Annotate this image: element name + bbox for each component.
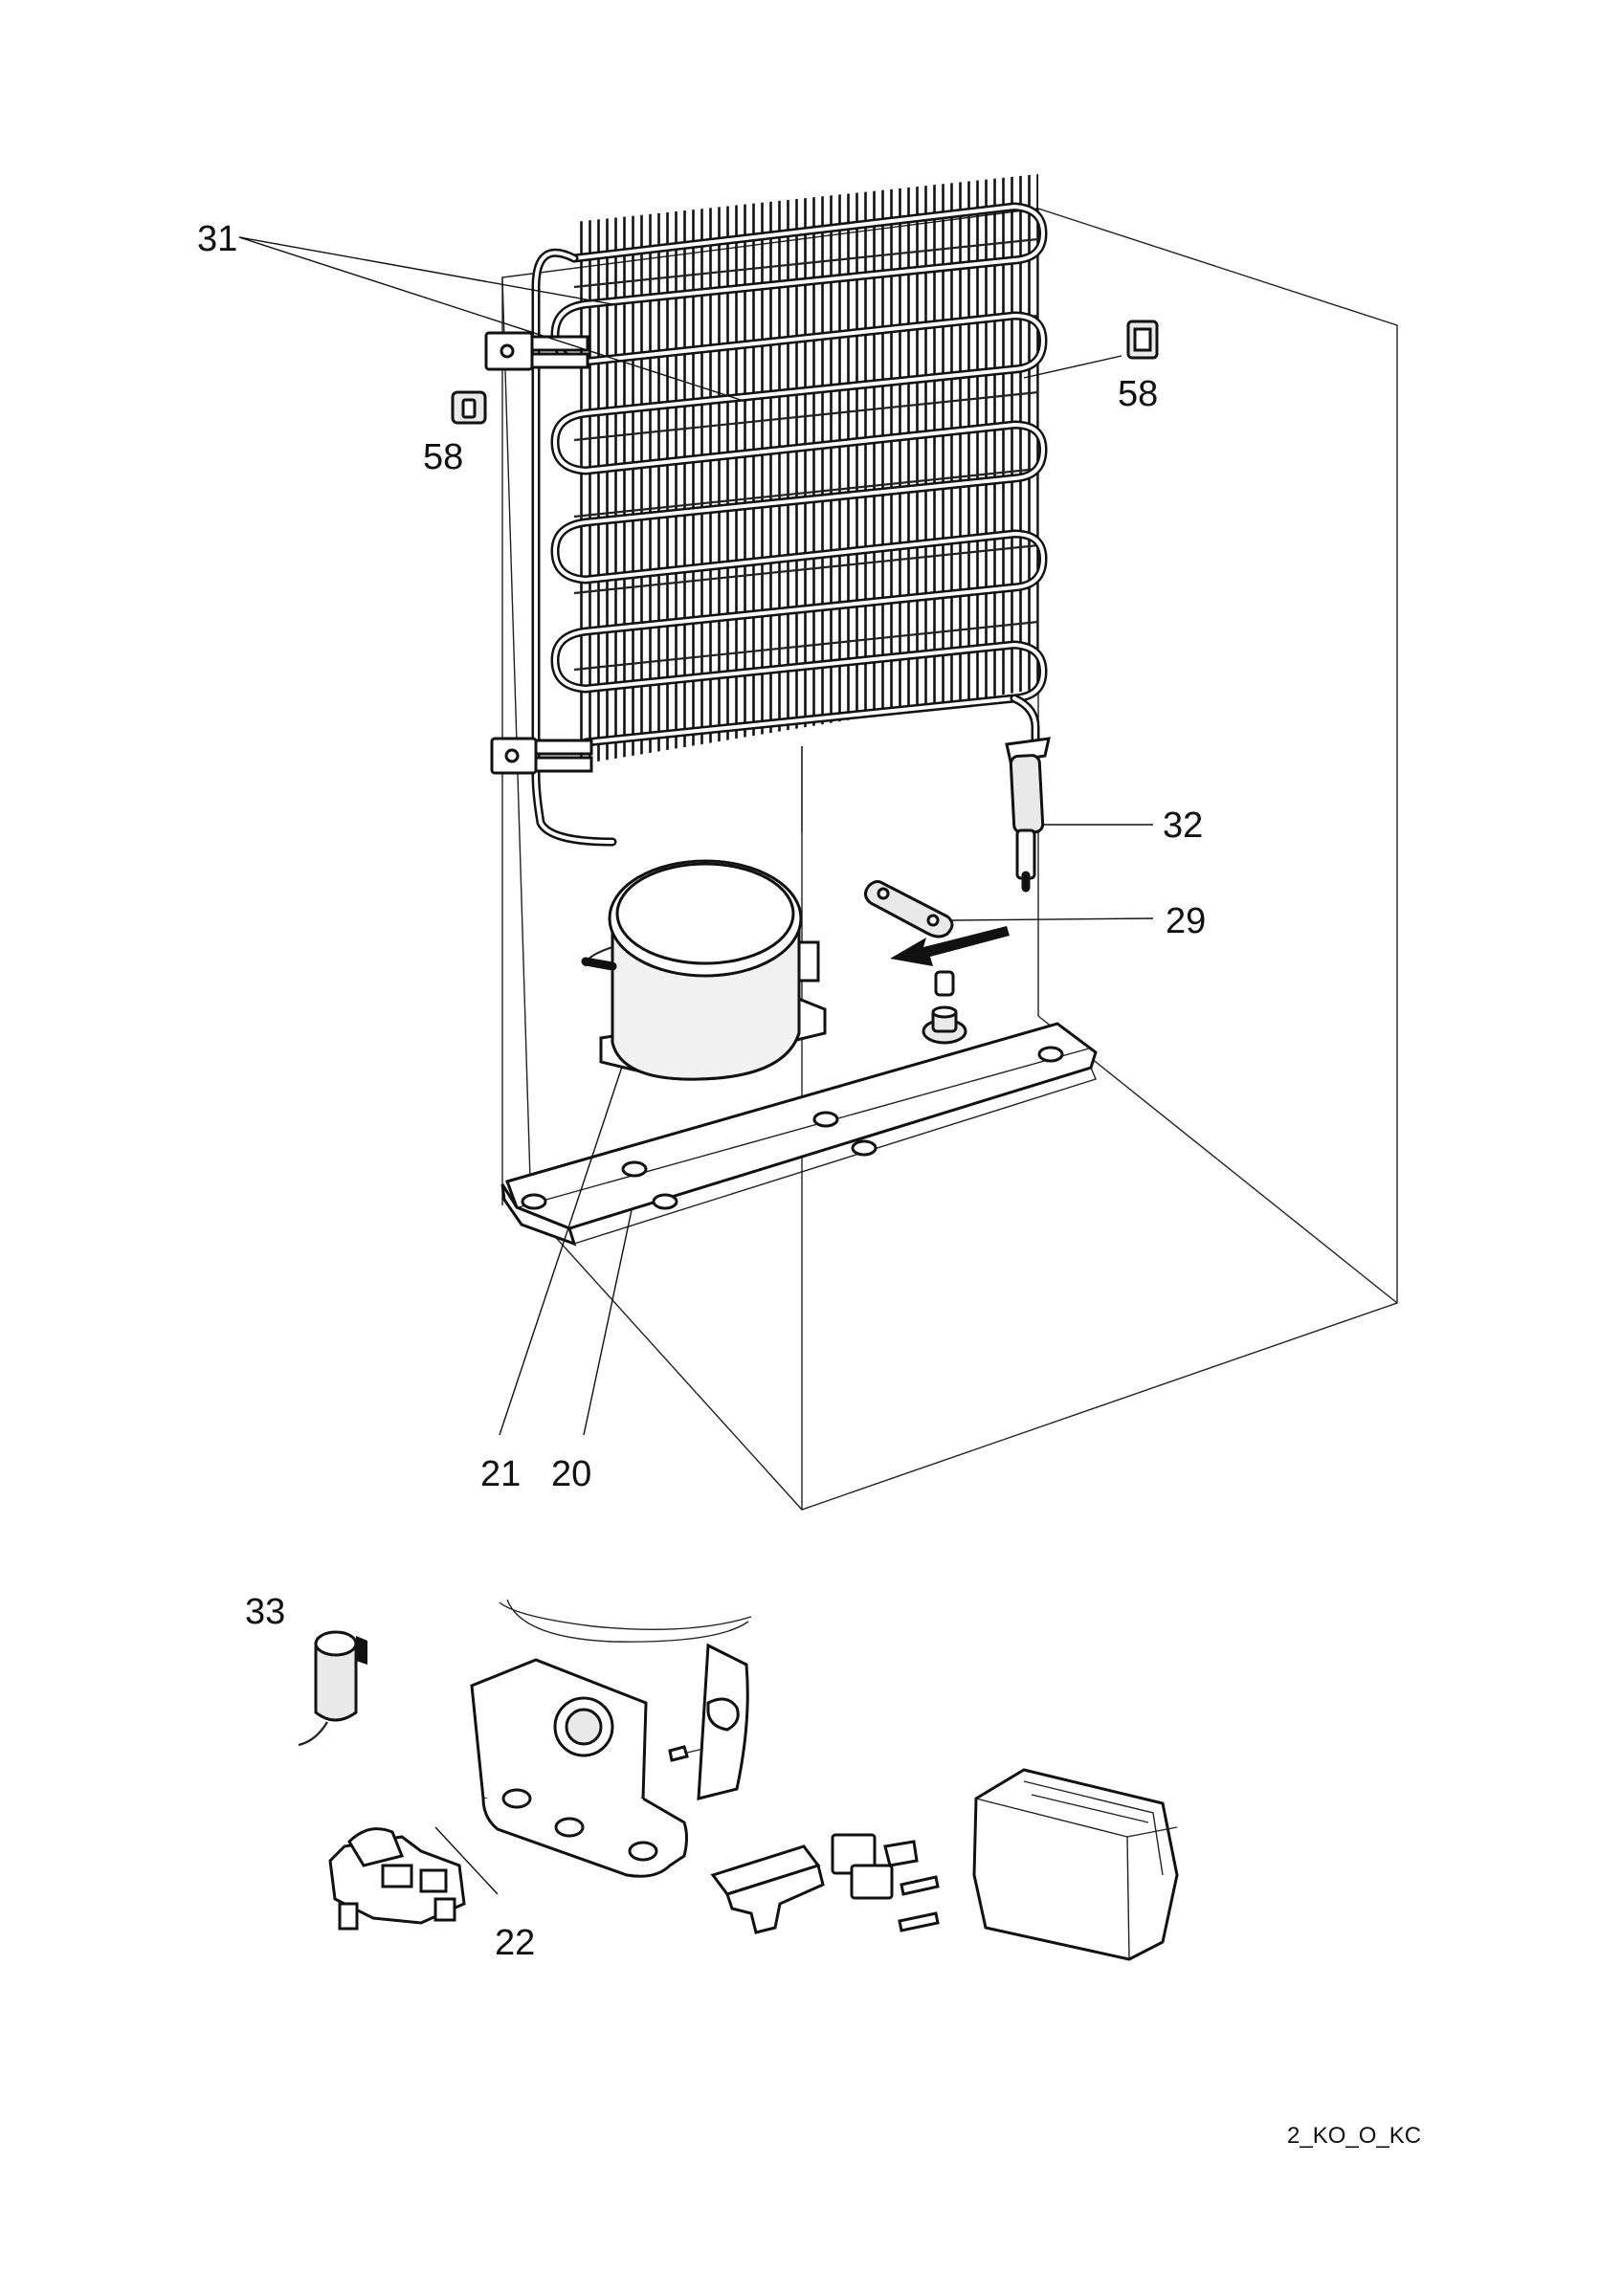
compressor-terminal-housing — [470, 1599, 752, 1878]
terminal-cover — [972, 1768, 1179, 1961]
compressor — [581, 859, 827, 1081]
clip-right — [1126, 320, 1159, 360]
base-rail — [500, 1022, 1098, 1247]
mounting-clamp — [864, 880, 954, 938]
rubber-grommet — [922, 970, 967, 1045]
condenser — [531, 174, 1048, 847]
overload-protector — [710, 1833, 940, 1934]
condenser-bracket-top — [484, 331, 589, 371]
callout-29: 29 — [1166, 901, 1206, 941]
callout-32: 32 — [1163, 806, 1203, 846]
filter-drier — [1005, 737, 1051, 893]
callout-22: 22 — [495, 1923, 535, 1963]
clip-left — [451, 390, 487, 425]
drawing-code: 2_KO_O_KC — [1287, 2123, 1421, 2149]
capacitor — [298, 1630, 367, 1747]
callout-20: 20 — [551, 1454, 591, 1494]
callout-58-left: 58 — [423, 437, 463, 477]
callout-31: 31 — [197, 219, 237, 259]
callout-58-right: 58 — [1118, 374, 1158, 414]
callout-33: 33 — [245, 1592, 285, 1632]
direction-arrow-icon — [890, 926, 1010, 966]
leader-lines — [238, 236, 1154, 1895]
callout-21: 21 — [480, 1454, 521, 1494]
condenser-bracket-bottom — [490, 737, 593, 775]
starter-relay — [328, 1827, 466, 1931]
